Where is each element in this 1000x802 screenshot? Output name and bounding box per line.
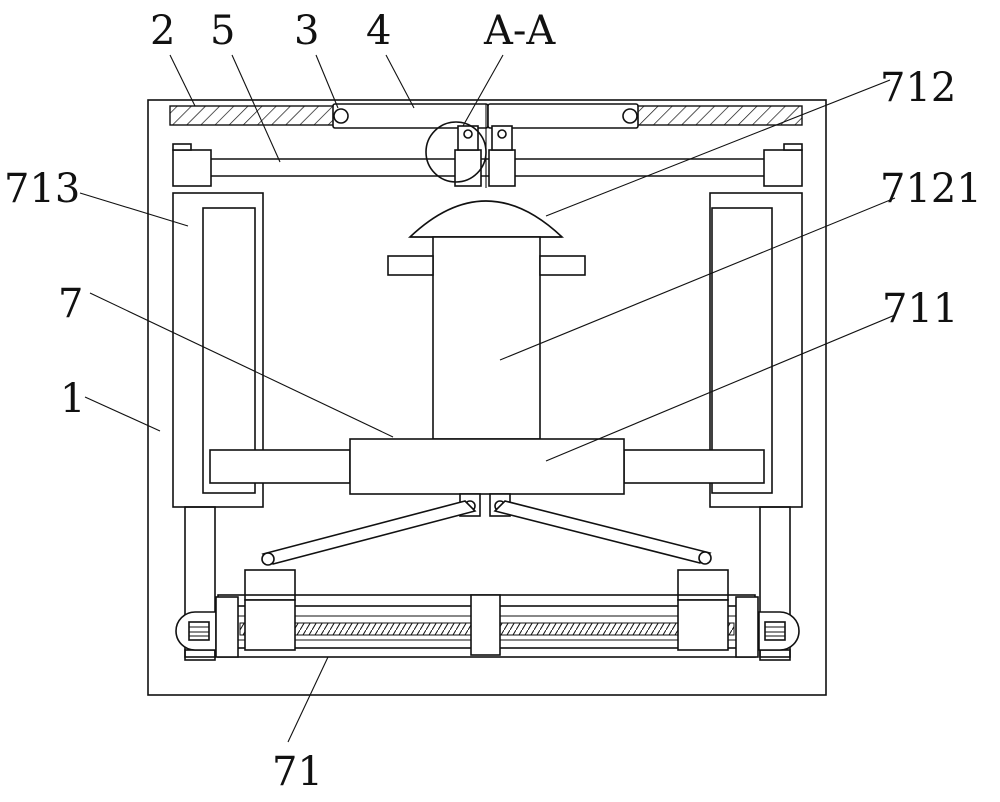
base-slider-left <box>244 599 296 651</box>
leader-712 <box>545 79 891 217</box>
arm-right <box>493 500 712 564</box>
column-wing-left <box>387 255 434 276</box>
arm-left <box>261 500 477 565</box>
end-block-right <box>735 596 759 658</box>
leader-711 <box>545 314 896 462</box>
cross-beam-right <box>623 449 765 484</box>
label-712: 712 <box>880 65 956 111</box>
label-4: 4 <box>366 8 391 54</box>
rod-cap-left <box>172 143 192 151</box>
base-slider-right <box>677 599 729 651</box>
label-713: 713 <box>4 166 80 212</box>
dome-head <box>407 200 565 238</box>
label-section: A-A <box>483 8 556 54</box>
end-gear-left <box>188 621 210 641</box>
lower-foot-left <box>184 649 216 661</box>
side-frame-right-outer <box>709 192 803 508</box>
lower-foot-right <box>759 649 791 661</box>
center-bearing <box>470 594 501 656</box>
column-wing-right <box>539 255 586 276</box>
label-1: 1 <box>60 376 85 422</box>
arm-right-end-pin <box>698 551 712 565</box>
clamp-right-pin <box>497 129 507 139</box>
pin-3-left <box>333 108 349 124</box>
side-frame-left-inner <box>202 207 256 494</box>
leader-2 <box>169 54 196 107</box>
side-frame-right-inner <box>711 207 773 494</box>
leader-4 <box>385 54 415 109</box>
lower-guide-left <box>184 506 216 658</box>
leader-7 <box>89 292 394 438</box>
label-5: 5 <box>210 8 235 54</box>
end-gear-right <box>764 621 786 641</box>
clamp-right-body <box>488 149 516 187</box>
label-2: 2 <box>150 8 175 54</box>
rod-block-left <box>172 149 212 187</box>
end-block-left <box>215 596 239 658</box>
rod-block-right <box>763 149 803 187</box>
label-711: 711 <box>882 286 958 332</box>
clamp-left-body <box>454 149 482 187</box>
top-rail-left <box>169 105 339 126</box>
label-71: 71 <box>272 749 323 795</box>
leader-71 <box>287 656 329 743</box>
cross-beam-left <box>209 449 351 484</box>
rod-cap-right <box>783 143 803 151</box>
link-bar-right <box>487 103 639 129</box>
label-7121: 7121 <box>880 166 982 212</box>
top-rail-right <box>631 105 803 126</box>
side-frame-left-outer <box>172 192 264 508</box>
arm-left-end-pin <box>261 552 275 566</box>
leader-1 <box>84 396 161 432</box>
cross-beam-center <box>349 438 625 495</box>
leader-3 <box>315 54 339 109</box>
label-7: 7 <box>58 281 83 327</box>
clamp-left-pin <box>463 129 473 139</box>
section-circle <box>425 121 487 183</box>
label-3: 3 <box>294 8 319 54</box>
leader-5 <box>231 54 281 163</box>
link-bar-left <box>332 103 489 129</box>
pin-right-top <box>622 108 638 124</box>
lower-guide-right <box>759 506 791 658</box>
central-column <box>432 236 541 440</box>
leader-713 <box>79 192 189 227</box>
leader-section <box>462 54 504 127</box>
outer-frame <box>147 99 827 696</box>
leader-7121 <box>499 197 896 361</box>
